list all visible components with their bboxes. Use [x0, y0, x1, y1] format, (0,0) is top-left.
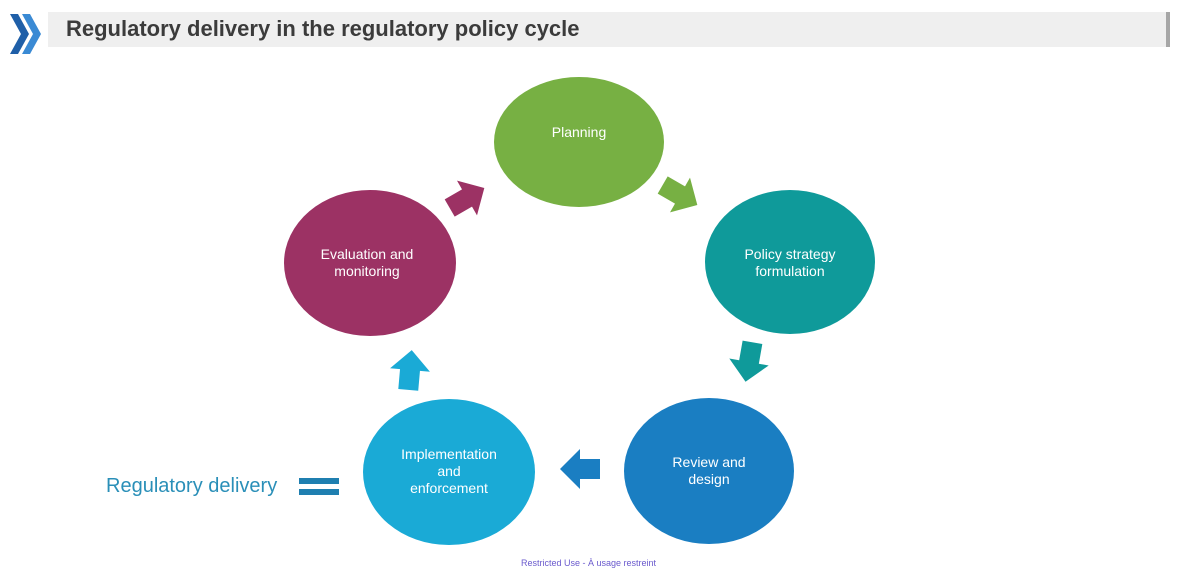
arrow-policy-to-review — [729, 340, 769, 382]
node-label-evaluation: Evaluation and monitoring — [320, 246, 414, 279]
node-evaluation — [284, 190, 456, 336]
node-policy-strategy — [705, 190, 875, 334]
node-label-policy-strategy: Policy strategy formulation — [744, 246, 836, 279]
node-planning — [494, 77, 664, 207]
arrow-review-to-implementation — [560, 449, 600, 489]
arrow-planning-to-policy — [657, 176, 698, 213]
double-chevron-right-icon — [10, 14, 41, 54]
node-review-design — [624, 398, 794, 544]
node-label-review-design: Review and design — [672, 454, 746, 487]
arrow-implementation-to-evaluation — [390, 350, 430, 391]
arrow-evaluation-to-planning — [444, 180, 485, 217]
footer-classification: Restricted Use - À usage restreint — [520, 558, 657, 568]
node-implementation — [363, 399, 535, 545]
equals-icon — [299, 478, 339, 498]
page-title: Regulatory delivery in the regulatory po… — [66, 16, 580, 41]
node-label-planning: Planning — [551, 123, 607, 140]
node-label-implementation: Implementation and enforcement — [401, 445, 497, 496]
header-bar — [48, 12, 1170, 47]
regulatory-delivery-label: Regulatory delivery — [106, 475, 278, 497]
header-bar-edge — [1166, 12, 1170, 47]
